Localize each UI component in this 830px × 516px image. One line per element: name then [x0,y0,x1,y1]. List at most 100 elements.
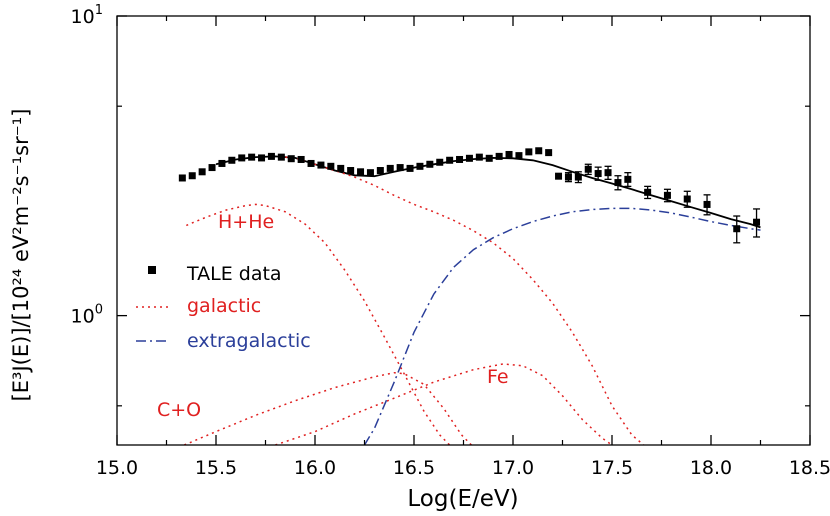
data-marker [485,154,493,162]
data-point [555,172,563,180]
data-marker [644,188,652,196]
data-point [287,155,295,163]
data-point [594,166,602,181]
data-point [703,194,711,216]
data-marker [535,147,543,155]
legend-label-tale-data: TALE data [186,263,282,285]
c-o-curve [184,371,472,445]
data-marker [178,174,186,182]
data-point [614,175,622,191]
data-point [347,167,355,175]
data-marker [663,191,671,199]
data-point [248,153,256,161]
axis-ticks: 15.0 15.5 16.0 16.5 17.0 17.5 18.0 18.5 100 101 [71,3,830,479]
plot-area [178,147,761,445]
data-marker [208,164,216,172]
data-marker [564,173,572,181]
data-point [446,156,454,164]
data-marker [436,158,444,166]
data-marker [297,155,305,163]
data-marker [396,164,404,172]
data-marker [366,169,374,177]
data-marker [515,152,523,160]
data-marker [327,162,335,170]
data-point [396,164,404,172]
x-tick-label: 16.0 [294,457,336,479]
data-marker [624,175,632,183]
y-axis-label: [E³J(E)]/[10²⁴ eV²m⁻²s⁻¹sr⁻¹] [9,109,33,402]
plot-series [184,155,761,445]
data-marker [733,225,741,233]
data-marker [456,155,464,163]
data-point [505,150,513,158]
data-point [574,171,582,184]
data-point [327,162,335,170]
data-point [218,159,226,167]
data-point [307,159,315,167]
x-tick-label: 17.5 [591,457,633,479]
data-marker [614,179,622,187]
data-point [198,168,206,176]
data-marker [446,156,454,164]
data-point [317,161,325,169]
data-point [604,165,612,180]
data-marker [555,172,563,180]
data-marker [376,167,384,175]
fe-curve [275,363,613,445]
data-marker [426,160,434,168]
data-marker [188,172,196,180]
data-marker [386,164,394,172]
data-marker [406,164,414,172]
x-tick-label: 15.5 [195,457,237,479]
data-marker [238,154,246,162]
data-point [188,172,196,180]
data-marker [465,154,473,162]
data-point [297,155,305,163]
y-tick-label: 100 [71,303,103,328]
data-marker [416,162,424,170]
data-point [456,155,464,163]
data-point [208,164,216,172]
tale-data-points [178,147,761,244]
data-marker [703,200,711,208]
data-marker [228,156,236,164]
h-he-curve [186,203,451,445]
data-point [733,215,741,244]
x-axis-label: Log(E/eV) [407,486,518,512]
x-tick-label: 18.5 [789,457,830,479]
data-marker [505,150,513,158]
galactic-curve [285,156,645,445]
data-point [495,152,503,160]
data-point [416,162,424,170]
x-tick-label: 16.5 [393,457,435,479]
data-marker [317,161,325,169]
data-marker [525,148,533,156]
x-tick-label: 18.0 [690,457,732,479]
data-marker [357,168,365,176]
data-point [545,149,553,157]
x-tick-label: 17.0 [492,457,534,479]
data-marker [248,153,256,161]
data-point [366,169,374,177]
data-point [376,167,384,175]
data-marker [198,168,206,176]
data-point [337,164,345,172]
data-marker [604,169,612,177]
annotation-c-o: C+O [157,399,201,421]
data-point [386,164,394,172]
data-point [624,172,632,188]
data-point [465,154,473,162]
data-point [258,154,266,162]
x-tick-label: 15.0 [96,457,138,479]
y-tick-label: 101 [71,3,103,28]
extragalactic-curve [363,207,761,445]
data-marker [337,164,345,172]
data-point [406,164,414,172]
data-marker [495,152,503,160]
data-marker [258,154,266,162]
data-point [277,153,285,161]
data-marker [347,167,355,175]
data-point [228,156,236,164]
data-point [753,208,761,238]
data-point [357,168,365,176]
